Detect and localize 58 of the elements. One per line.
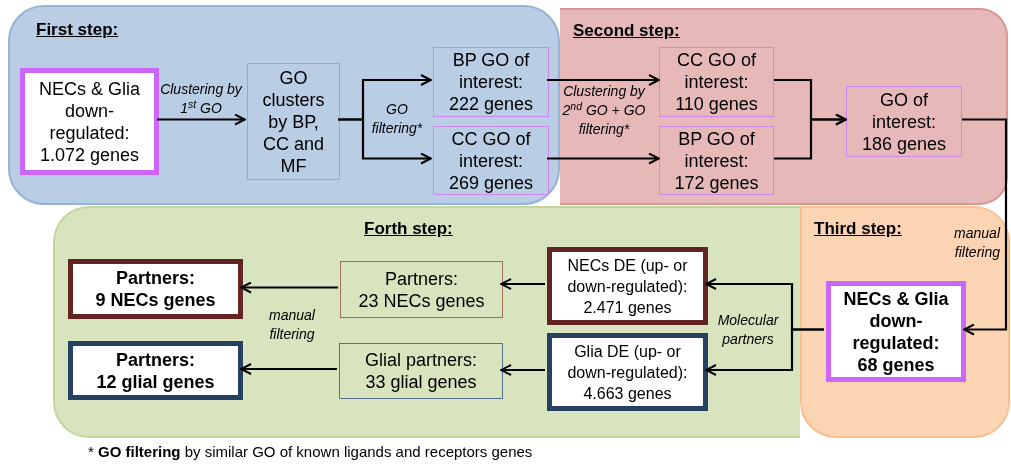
arrow <box>705 328 824 376</box>
box-text: CC GO of interest: 110 genes <box>674 49 759 115</box>
box-text: Partners: <box>116 348 195 371</box>
arrow <box>547 152 660 165</box>
arrow <box>547 74 660 86</box>
process-box <box>20 68 159 175</box>
box-text: 33 glial genes <box>365 371 477 393</box>
arrow <box>500 278 545 290</box>
step-panel <box>800 206 1010 438</box>
process-box <box>68 341 243 400</box>
box-text: NECs & Glia down-regulated: 68 genes <box>842 287 950 376</box>
process-box <box>547 333 708 411</box>
box-text: NECs DE (up- or down-regulated): 2.471 genes <box>566 255 689 318</box>
box-text: 9 NECs genes <box>95 289 216 311</box>
edge-label: manual filtering <box>268 306 316 344</box>
box-text: Partners: <box>116 267 195 289</box>
process-box <box>659 47 774 117</box>
box-text: 23 NECs genes <box>358 289 485 312</box>
step-heading: First step: <box>36 19 119 41</box>
box-text: CC GO of interest: 269 genes <box>447 127 535 194</box>
process-box <box>826 281 966 382</box>
process-box <box>68 259 243 319</box>
arrow <box>338 118 432 165</box>
edge-label: manual filtering <box>953 224 1000 262</box>
arrow <box>157 113 246 126</box>
arrow <box>240 363 337 375</box>
step-panel <box>8 5 560 205</box>
process-box <box>846 86 962 157</box>
box-text: NECs & Glia down-regulated: 1.072 genes <box>38 77 141 166</box>
box-text: BP GO of interest: 172 genes <box>673 127 760 194</box>
step-panel <box>560 8 1008 205</box>
step-heading: Third step: <box>814 218 902 240</box>
box-text: GO of interest: 186 genes <box>860 88 948 155</box>
process-box <box>547 247 708 325</box>
process-box <box>247 63 340 180</box>
box-text: Glia DE (up- or down-regulated): 4.663 genes <box>566 341 689 404</box>
process-box <box>433 126 549 195</box>
edge-label: Clustering by 2$^{nd}$ GO + GO filtering* <box>561 82 647 139</box>
arrow <box>774 113 847 160</box>
arrow <box>500 364 545 376</box>
arrow <box>240 281 338 294</box>
arrow <box>962 118 1008 336</box>
step-heading: Second step: <box>573 20 680 42</box>
box-text: Glial partners: <box>364 349 477 371</box>
process-box <box>340 261 503 318</box>
box-text: 12 glial genes <box>96 370 215 393</box>
box-text: GO clusters by BP, CC and MF <box>261 66 326 177</box>
step-panel <box>53 206 800 438</box>
edge-label: GO filtering* <box>370 100 424 138</box>
footnote: *GO filtering by similar GO of known ligands and receptors genes <box>88 442 533 462</box>
box-text: BP GO of interest: 222 genes <box>447 49 535 115</box>
edge-label: Clustering by 1$^{st}$ GO <box>159 80 243 118</box>
box-text: Partners: <box>385 267 458 290</box>
process-box <box>659 126 774 195</box>
process-box <box>433 47 549 117</box>
step-heading: Forth step: <box>364 218 453 240</box>
process-box <box>339 343 503 399</box>
edge-label: Molecular partners <box>716 311 780 349</box>
